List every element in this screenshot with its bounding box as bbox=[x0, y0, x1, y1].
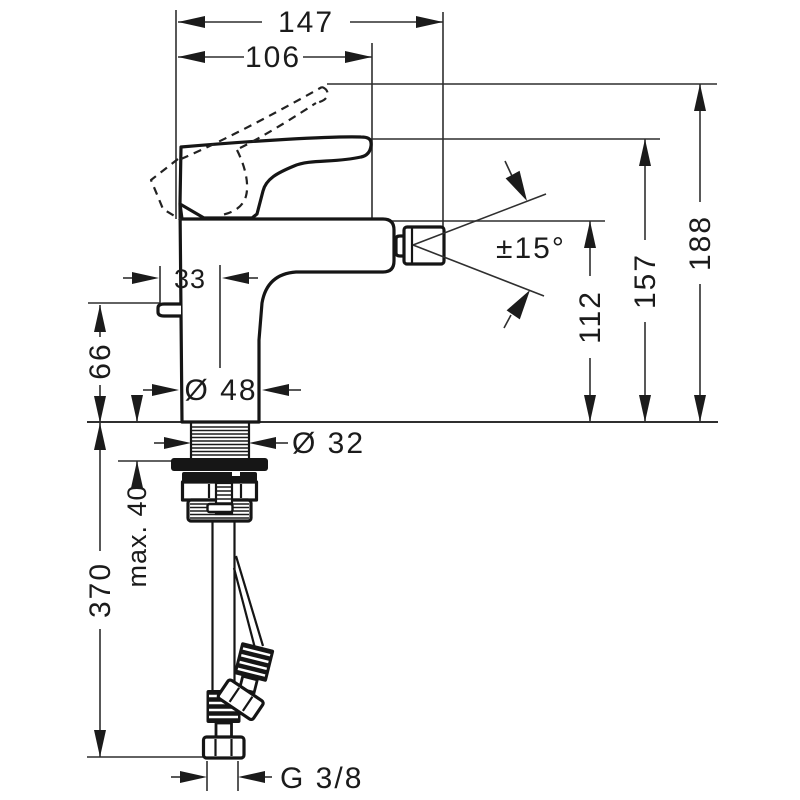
arrow-left bbox=[152, 384, 179, 396]
dimension-outlet-height: 112 bbox=[574, 221, 607, 422]
arrow-left bbox=[178, 16, 205, 28]
nut-facet-line bbox=[228, 687, 241, 703]
arrow-bottom bbox=[94, 730, 106, 757]
angle-ray-lower bbox=[412, 244, 545, 297]
dimension-spout-reach: 106 bbox=[178, 41, 372, 74]
arrow-left bbox=[164, 437, 191, 449]
nut-flange-notch bbox=[232, 472, 240, 476]
arrow-right bbox=[345, 51, 372, 63]
hose-neck bbox=[214, 721, 233, 739]
dim-spout-reach-label: 106 bbox=[245, 41, 301, 74]
arrow-right bbox=[249, 437, 276, 449]
body-and-spout-outline bbox=[178, 202, 396, 424]
angle-arrow-tail-upper bbox=[504, 160, 513, 177]
lever-handle-raised-dashed bbox=[149, 85, 329, 221]
dimension-connection-thread: G 3/8 bbox=[171, 762, 363, 795]
dim-total-height-label: 188 bbox=[684, 215, 717, 271]
hose-crimp-sleeve bbox=[233, 642, 275, 682]
mounting-nut bbox=[180, 472, 259, 523]
dimension-front-offset: 33 bbox=[123, 264, 258, 368]
threaded-shank bbox=[189, 423, 251, 458]
underdeck-assembly: Ø 32 bbox=[154, 423, 365, 760]
dimension-total-height: 188 bbox=[684, 84, 717, 422]
angle-arrow-tail-lower bbox=[503, 314, 512, 329]
hose-edge bbox=[232, 567, 258, 653]
arrow-right bbox=[238, 771, 265, 783]
arrow-bottom bbox=[694, 395, 706, 422]
dim-thread-label: G 3/8 bbox=[280, 762, 363, 795]
dimension-shank-diameter: Ø 32 bbox=[154, 427, 365, 460]
arrow-bottom bbox=[94, 396, 106, 423]
arrow-top bbox=[94, 305, 106, 332]
aerator bbox=[394, 225, 446, 266]
shank-threads bbox=[192, 426, 248, 456]
dim-max-deck-label: max. 40 bbox=[122, 484, 152, 587]
lever-handle bbox=[178, 135, 373, 220]
dimension-hose-length: 370 bbox=[84, 423, 117, 757]
angle-arrow-upper bbox=[505, 170, 527, 201]
dashed-lever-tip bbox=[316, 85, 329, 105]
hose-nut bbox=[201, 735, 246, 760]
dimension-base-diameter: Ø 48 bbox=[143, 374, 301, 407]
dashed-lever-top bbox=[180, 86, 323, 161]
clamp-screw-foot bbox=[206, 502, 234, 514]
arrow-top bbox=[639, 139, 651, 166]
aerator-body bbox=[402, 225, 446, 266]
arrow-right bbox=[222, 272, 249, 284]
angled-nut-group bbox=[216, 678, 265, 722]
arrow-top bbox=[94, 423, 106, 450]
arrow-top bbox=[584, 221, 596, 248]
supply-hose-angled bbox=[216, 555, 275, 722]
clip-tab bbox=[156, 302, 181, 318]
seal-washer bbox=[171, 458, 268, 471]
arrow-left bbox=[132, 272, 159, 284]
arrow-bottom bbox=[131, 461, 143, 488]
dashed-cone-left bbox=[149, 158, 182, 221]
arrow-right bbox=[262, 384, 289, 396]
arrow-left bbox=[178, 51, 205, 63]
aerator-connector bbox=[394, 234, 404, 258]
arrow-left bbox=[180, 771, 207, 783]
dimension-total-width: 147 bbox=[178, 6, 443, 39]
dashed-cone-right bbox=[221, 149, 249, 217]
dimension-handle-height: 157 bbox=[629, 139, 662, 422]
arrow-top bbox=[694, 84, 706, 111]
arrow-top bbox=[131, 395, 143, 422]
dim-handle-height-label: 157 bbox=[629, 253, 662, 309]
dim-outlet-height-label: 112 bbox=[574, 290, 607, 344]
faucet-body bbox=[156, 202, 396, 424]
dim-front-offset-label: 33 bbox=[174, 264, 206, 294]
angle-arrow-lower bbox=[506, 290, 530, 320]
dim-total-width-label: 147 bbox=[278, 6, 334, 39]
dim-swivel-angle-label: ±15° bbox=[496, 232, 566, 265]
dim-hose-length-label: 370 bbox=[84, 562, 117, 618]
hose-nut bbox=[216, 678, 265, 722]
dimension-swivel-angle: ±15° bbox=[412, 160, 566, 329]
angle-ray-upper bbox=[412, 193, 547, 246]
dim-base-diameter-label: Ø 48 bbox=[184, 374, 257, 407]
supply-hose-straight bbox=[201, 521, 246, 760]
angled-crimp-group bbox=[216, 642, 275, 722]
dim-clip-height-label: 66 bbox=[84, 342, 117, 379]
arrow-bottom bbox=[584, 395, 596, 422]
arrow-right bbox=[416, 16, 443, 28]
dimension-max-deck-thickness: max. 40 bbox=[122, 395, 152, 588]
dim-shank-diameter-label: Ø 32 bbox=[292, 427, 365, 460]
hose-edge bbox=[234, 555, 265, 647]
arrow-bottom bbox=[639, 395, 651, 422]
nut-facet-line bbox=[241, 696, 254, 712]
dimension-clip-height: 66 bbox=[84, 305, 117, 423]
